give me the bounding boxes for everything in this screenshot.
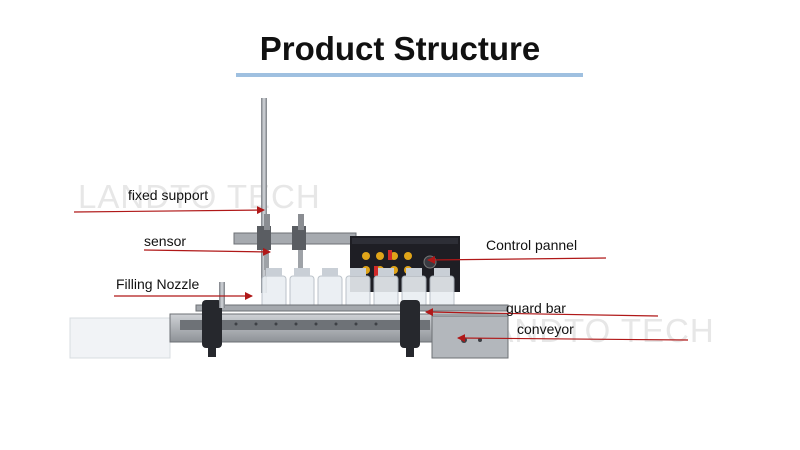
fixed-support-rod [261, 98, 267, 293]
watermark-left: LANDTO TECH [78, 178, 321, 215]
machine-illustration [69, 98, 509, 359]
arrow-fixed-support [73, 206, 265, 215]
clamp [257, 226, 271, 250]
conveyor-extension [69, 317, 171, 359]
guard-post [400, 300, 420, 348]
label-fixed-support: fixed support [128, 187, 209, 203]
conveyor-end-plate [431, 315, 509, 359]
guard-post [202, 300, 222, 348]
page-title: Product Structure [259, 30, 541, 67]
watermark-right: LANDTO TECH [472, 312, 715, 349]
nozzle [264, 250, 269, 270]
clamp [292, 226, 306, 250]
label-control-panel: Control pannel [486, 237, 578, 253]
arrow-conveyor [457, 334, 689, 343]
guard-bar [195, 304, 509, 312]
label-guard-bar: guard bar [506, 300, 566, 316]
annotation-arrows [73, 206, 689, 343]
arrow-sensor [143, 247, 271, 256]
arrow-control-panel [427, 255, 607, 264]
sensor-head [298, 214, 304, 230]
label-filling-nozzle: Filling Nozzle [116, 276, 200, 292]
arrow-guard-bar [425, 308, 659, 317]
nozzle [298, 250, 303, 270]
label-conveyor: conveyor [517, 321, 574, 337]
sensor-head [264, 214, 270, 230]
label-sensor: sensor [144, 233, 187, 249]
title-underline [236, 73, 583, 77]
